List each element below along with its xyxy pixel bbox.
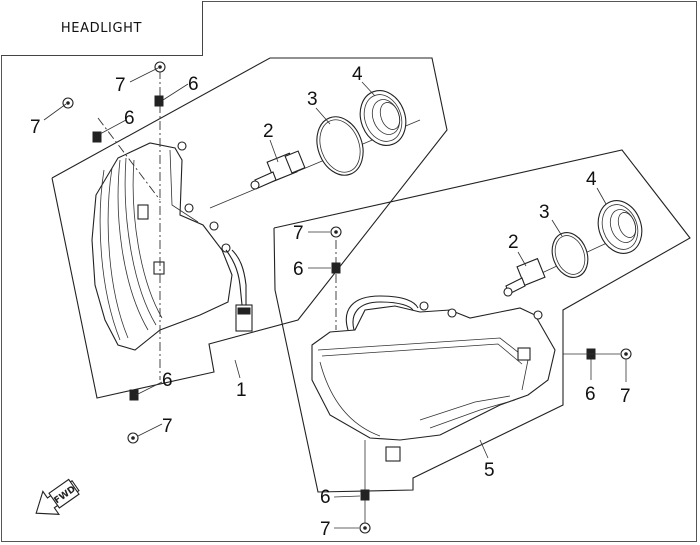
callout-6: 6 <box>585 384 596 405</box>
mount-tab <box>153 261 165 275</box>
callout-3: 3 <box>307 89 318 110</box>
callout-6: 6 <box>320 487 331 508</box>
clip-6-upper-b[interactable] <box>92 131 102 143</box>
upper-diagonal-axis <box>97 117 161 201</box>
callout-7: 7 <box>162 416 173 437</box>
clip-6-upper-a[interactable] <box>154 95 164 107</box>
bulb-2-lower[interactable] <box>503 257 546 297</box>
mount-tab <box>137 204 149 220</box>
callout-4: 4 <box>352 64 363 85</box>
callout-2: 2 <box>508 232 519 253</box>
callout-3: 3 <box>539 202 550 223</box>
fwd-arrow-icon: FWD <box>35 478 80 515</box>
o-ring-3-lower[interactable] <box>546 228 594 283</box>
diagram-title: HEADLIGHT <box>60 20 143 36</box>
callout-6: 6 <box>188 74 199 95</box>
callout-7: 7 <box>320 519 331 540</box>
callout-7: 7 <box>115 75 126 96</box>
callout-6: 6 <box>124 108 135 129</box>
callout-6: 6 <box>293 259 304 280</box>
bulb-2-upper[interactable] <box>250 150 306 190</box>
callout-7: 7 <box>293 223 304 244</box>
clip-6-lower-top[interactable] <box>331 262 341 274</box>
headlight-1[interactable] <box>91 141 253 351</box>
callout-7: 7 <box>30 117 41 138</box>
clip-6-upper-c[interactable] <box>129 389 139 401</box>
assembly-1-boundary <box>51 57 448 399</box>
screw-7-upper-c[interactable] <box>127 432 139 444</box>
mount-tab <box>385 446 401 462</box>
headlight-5[interactable] <box>311 295 556 462</box>
screw-7-lower-bottom[interactable] <box>359 522 371 534</box>
callout-1: 1 <box>236 380 247 401</box>
callout-5: 5 <box>484 460 495 481</box>
title-box: HEADLIGHT <box>1 1 203 56</box>
callout-6: 6 <box>162 370 173 391</box>
assembly-5-boundary <box>273 149 691 493</box>
retainer-ring-4-lower[interactable] <box>591 194 649 259</box>
screw-7-lower-side[interactable] <box>620 348 632 360</box>
screw-7-upper-a[interactable] <box>154 61 166 73</box>
clip-6-lower-bottom[interactable] <box>360 489 370 501</box>
callout-7: 7 <box>620 386 631 407</box>
callout-2: 2 <box>263 121 274 142</box>
callout-4: 4 <box>586 169 597 190</box>
o-ring-3-upper[interactable] <box>309 110 371 181</box>
screw-7-lower-top[interactable] <box>330 226 342 238</box>
screw-7-upper-b[interactable] <box>62 97 74 109</box>
mount-tab <box>517 347 531 361</box>
